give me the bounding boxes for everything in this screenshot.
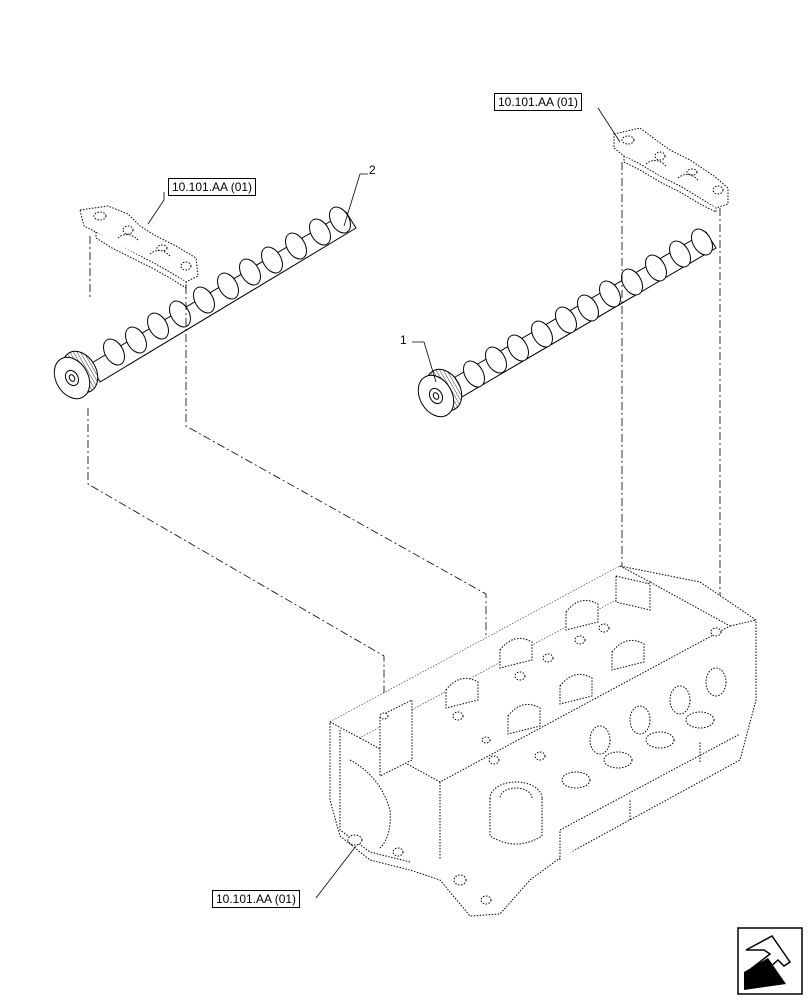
camshaft-2 (53, 206, 357, 400)
leader-lines (147, 107, 621, 899)
callout-camshaft-1: 1 (400, 333, 407, 347)
leader-line-cylinder-head (315, 845, 357, 899)
camshaft-1 (417, 228, 717, 418)
next-page-arrow-icon[interactable] (737, 927, 803, 995)
callout-camshaft-2: 2 (369, 163, 376, 177)
rocker-support-left (79, 205, 199, 289)
camshaft-2-gear (53, 350, 99, 400)
leader-line-camshaft-2 (343, 173, 368, 227)
cylinder-head (329, 565, 757, 917)
rocker-support-right (613, 127, 729, 213)
reference-label-cylinder-head[interactable]: 10.101.AA (01) (212, 890, 301, 908)
cylinder-head-side-ports (561, 667, 727, 789)
reference-label-rocker-support-left[interactable]: 10.101.AA (01) (168, 178, 257, 196)
leader-line-support-left (147, 192, 165, 225)
reference-label-rocker-support-right[interactable]: 10.101.AA (01) (494, 93, 583, 111)
camshaft-1-gear (417, 368, 463, 418)
cylinder-head-bearing-saddles (379, 575, 651, 777)
camshaft-1-lobes (463, 228, 713, 388)
cylinder-head-bolt-holes (379, 623, 722, 765)
leader-line-camshaft-1 (412, 341, 437, 383)
leader-line-support-right (597, 107, 621, 143)
assembly-line-camshaft-2 (87, 408, 385, 716)
camshaft-2-lobes (103, 206, 351, 366)
